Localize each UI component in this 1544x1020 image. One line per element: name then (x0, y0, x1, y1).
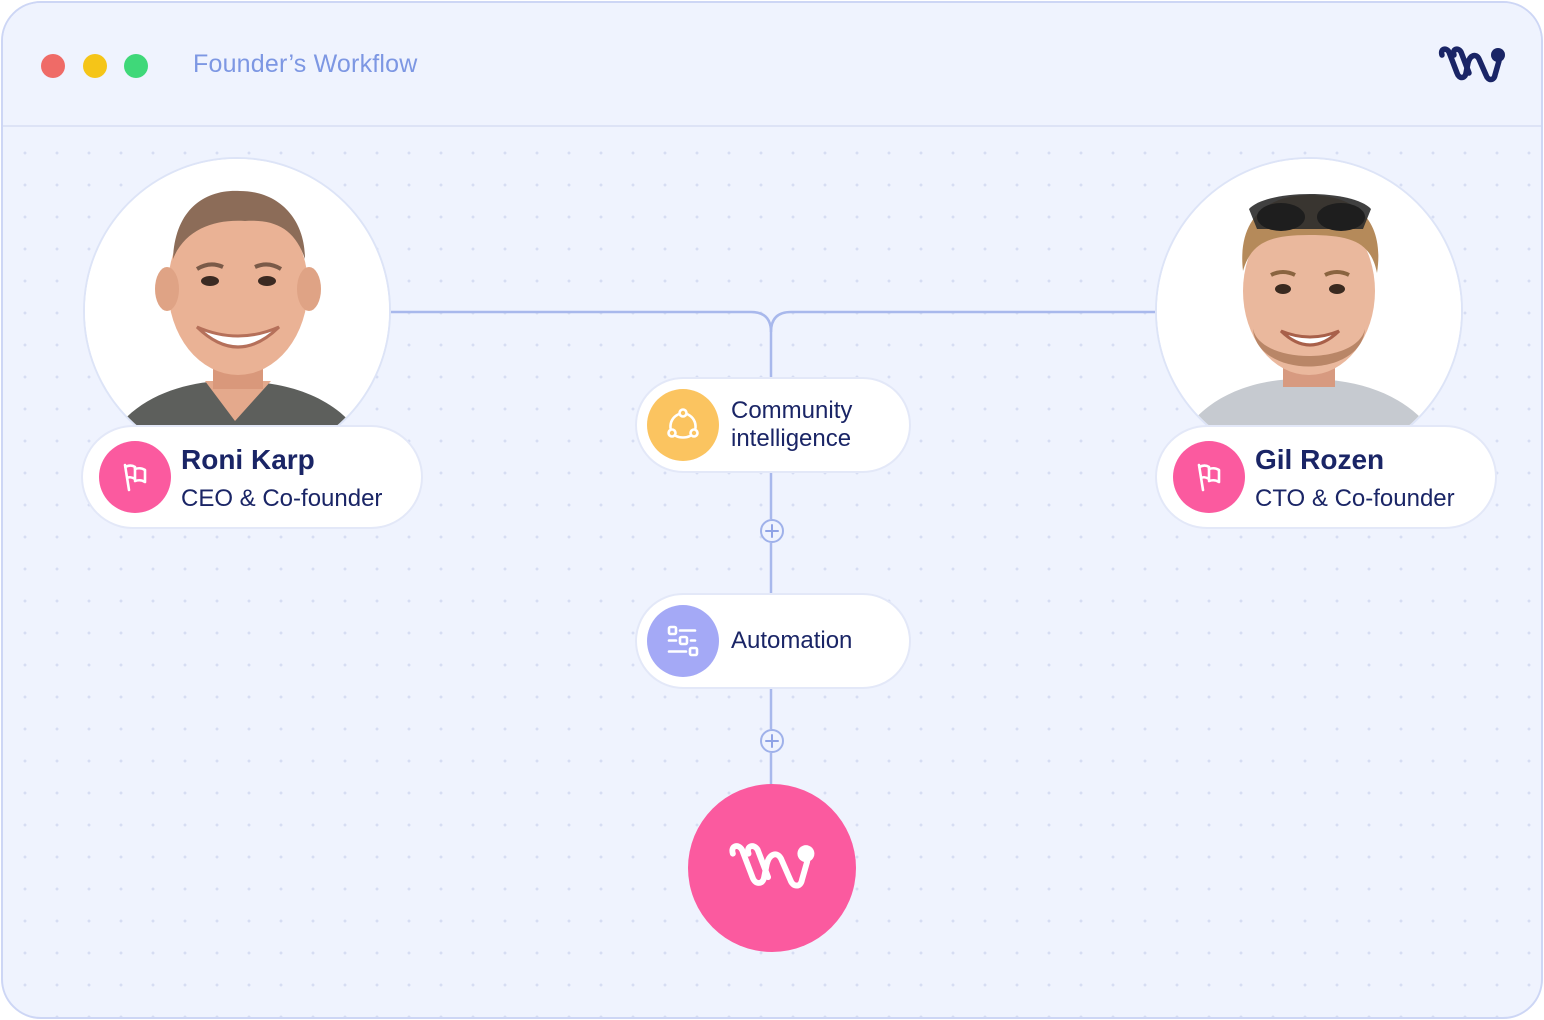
plus-circle-icon (765, 524, 779, 538)
plus-circle-icon (765, 734, 779, 748)
person-name: Roni Karp (181, 444, 315, 475)
flag-icon (1173, 441, 1245, 513)
person-role: CTO & Co-founder (1255, 485, 1455, 512)
w-logo-icon (1438, 46, 1505, 83)
automation-flow-icon (647, 605, 719, 677)
w-logo-icon (729, 843, 815, 889)
person-card-roni-karp[interactable]: Roni Karp CEO & Co-founder (81, 425, 423, 529)
final-brand-node[interactable] (688, 784, 856, 952)
workflow-step-label: Community intelligence (731, 397, 853, 452)
window-title: Founder’s Workflow (193, 50, 418, 78)
avatar-roni-karp (83, 157, 391, 465)
add-step-button[interactable] (760, 729, 784, 753)
workflow-step-community-intelligence[interactable]: Community intelligence (635, 377, 911, 473)
community-network-icon (647, 389, 719, 461)
minimize-window-button[interactable] (83, 54, 107, 78)
person-card-gil-rozen[interactable]: Gil Rozen CTO & Co-founder (1155, 425, 1497, 529)
workflow-step-automation[interactable]: Automation (635, 593, 911, 689)
title-bar: Founder’s Workflow (3, 3, 1541, 127)
maximize-window-button[interactable] (124, 54, 148, 78)
avatar-gil-rozen (1155, 157, 1463, 465)
workflow-step-label: Automation (731, 627, 853, 654)
person-name: Gil Rozen (1255, 444, 1385, 475)
flag-icon (99, 441, 171, 513)
close-window-button[interactable] (41, 54, 65, 78)
person-role: CEO & Co-founder (181, 485, 383, 512)
add-step-button[interactable] (760, 519, 784, 543)
